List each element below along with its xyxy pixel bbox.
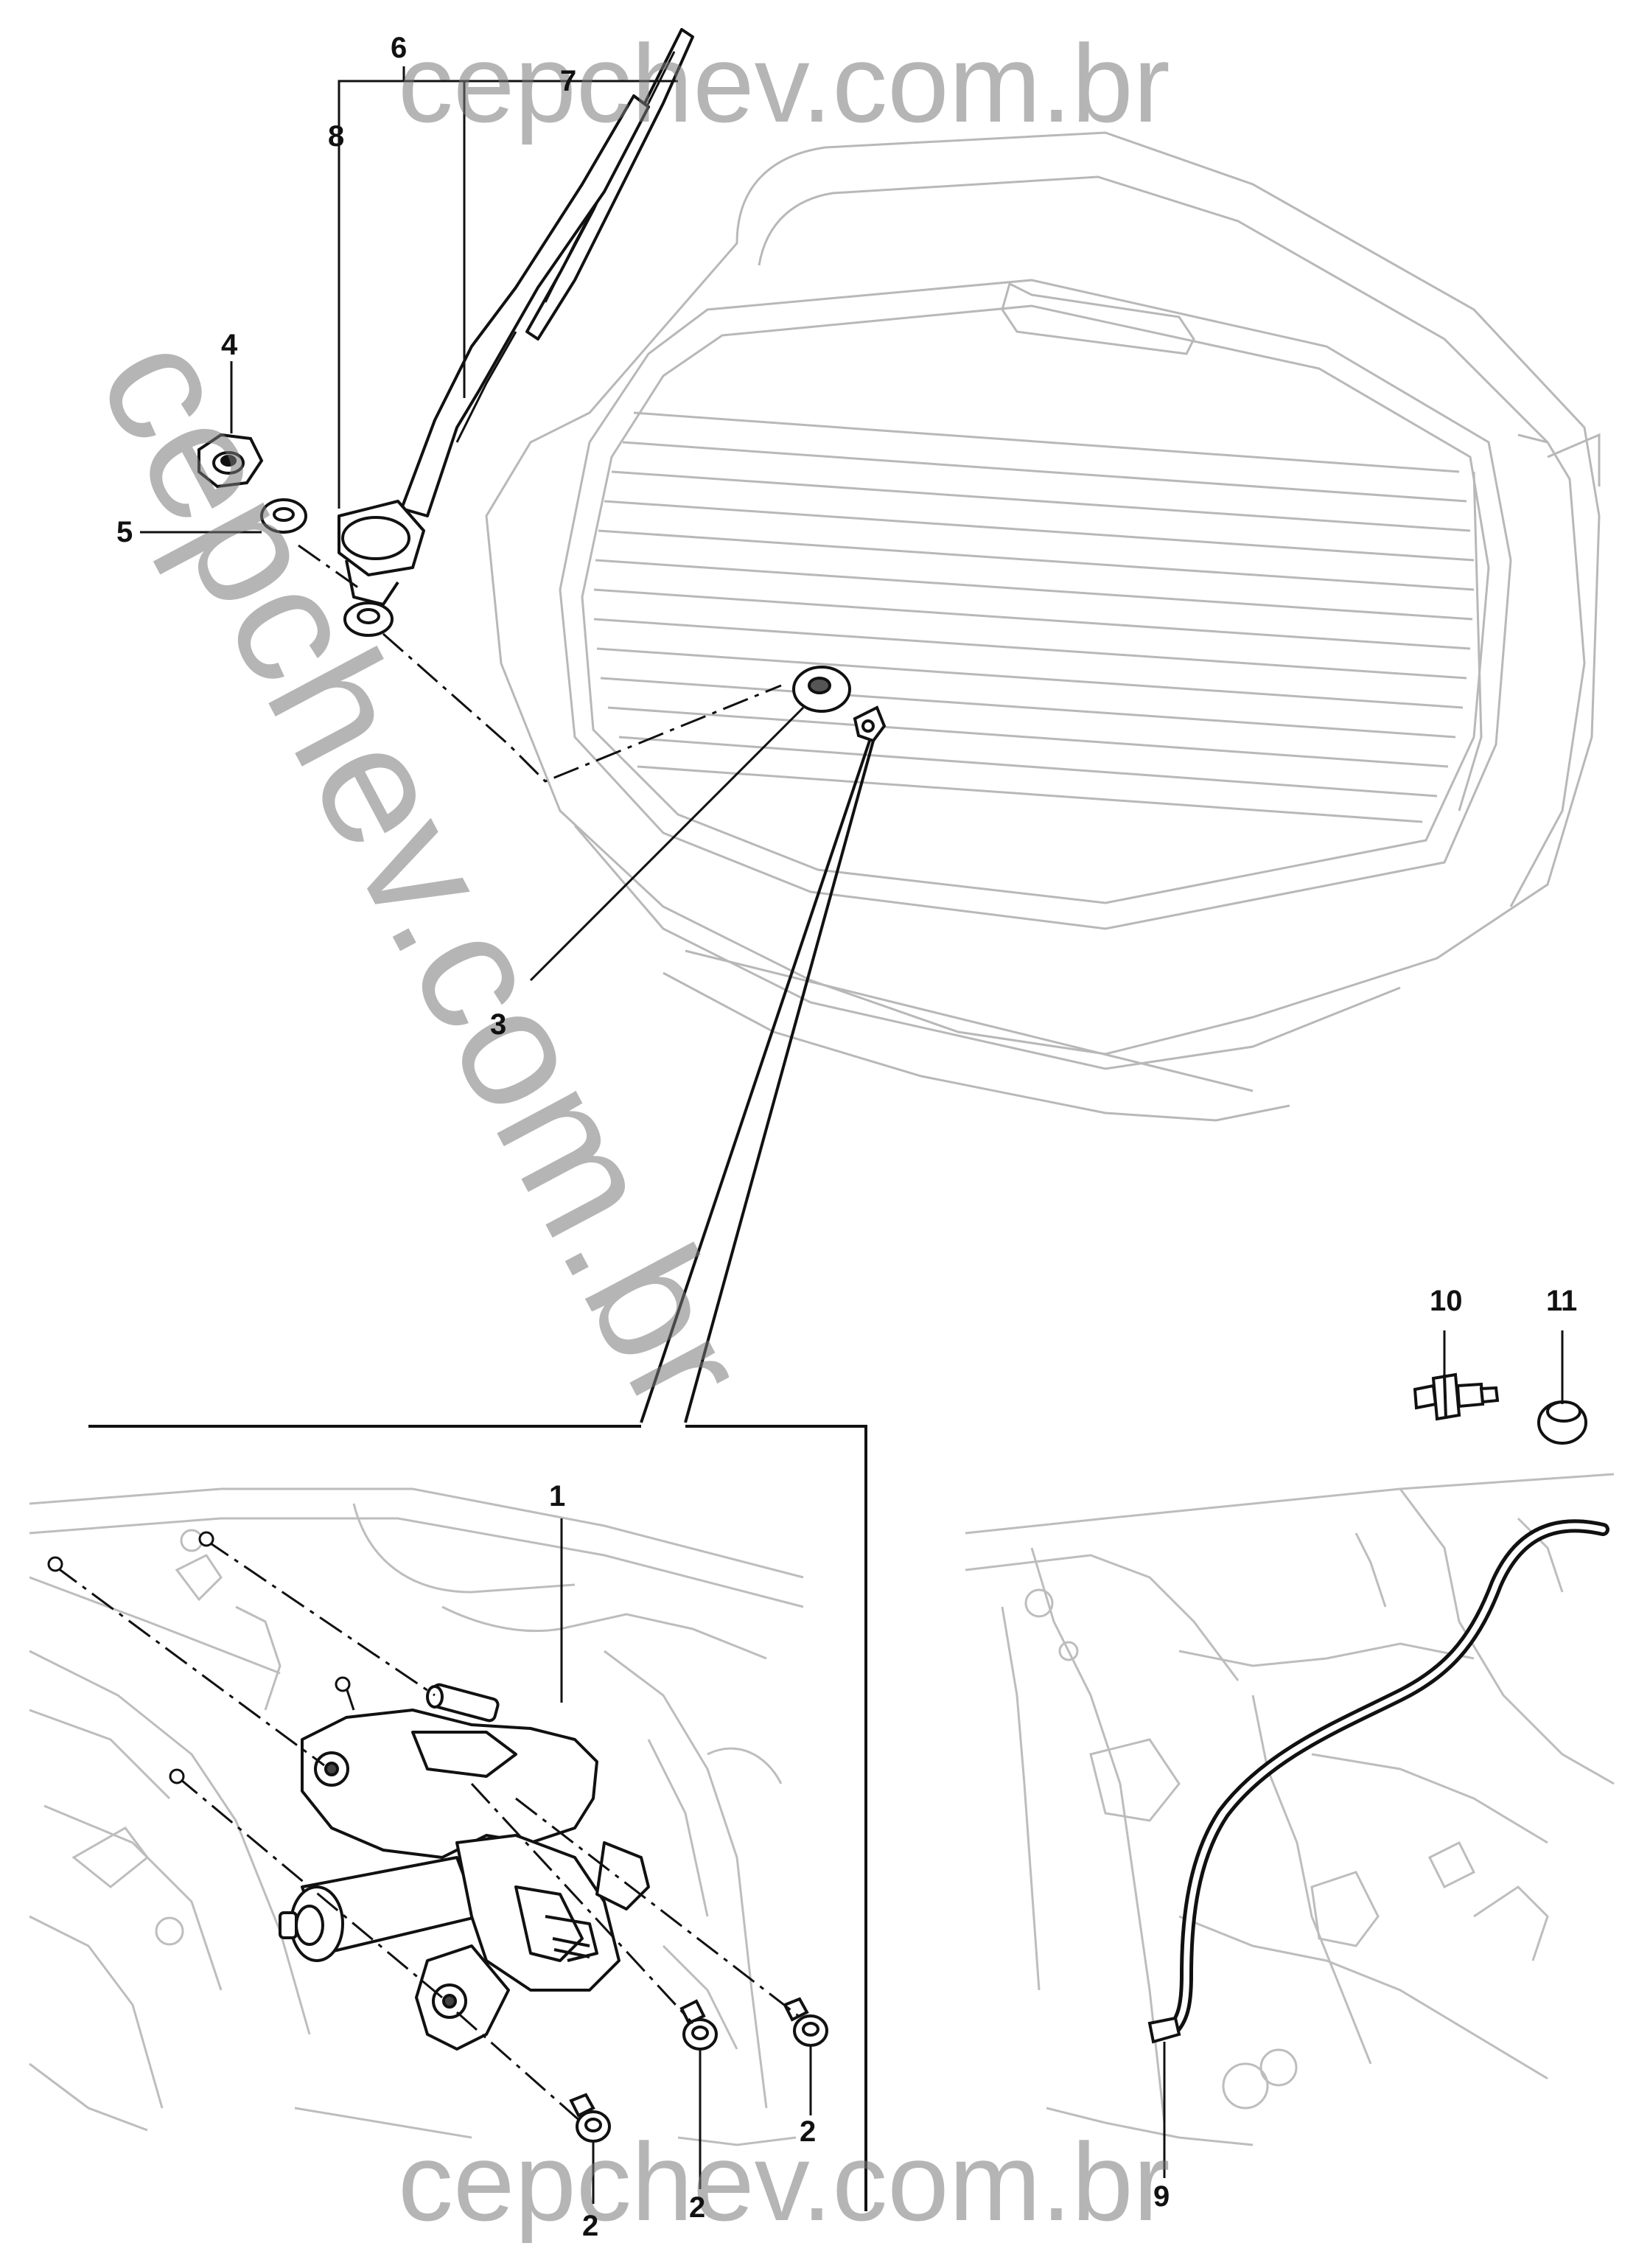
nut-part [197,433,264,489]
watermark-top: cepchev.com.br [398,21,1170,145]
assembly-lines-motor [55,1539,804,2124]
callout-4: 4 [221,329,238,361]
liftgate-grommet [792,666,851,713]
callout-1: 1 [549,1480,566,1512]
callout-2-middle: 2 [689,2191,706,2224]
callout-3: 3 [490,1008,507,1041]
motor-bolts [569,1997,828,2143]
callout-6: 6 [391,32,408,64]
bolt-a [679,1999,718,2051]
motor-detail-background [29,1487,804,2146]
motor-mount-holes [47,1531,351,1784]
bolt-b [783,1997,828,2047]
hose-detail-background [965,1473,1615,2146]
bolt-c [569,2093,611,2143]
callout-2-right: 2 [800,2115,817,2148]
callout-5: 5 [116,516,133,548]
callout-7: 7 [560,65,577,97]
watermark-bottom: cepchev.com.br [398,2120,1170,2244]
callout-11: 11 [1546,1285,1578,1317]
hose-end [1147,2016,1181,2044]
callout-8: 8 [328,120,345,153]
hose-connector [1413,1372,1500,1421]
liftgate-outline [485,131,1601,1122]
callout-10: 10 [1430,1285,1463,1317]
leader-lines-motor [560,1518,812,2204]
hose-grommet [1537,1400,1587,1445]
leader-lines-upper [140,66,805,982]
zoom-lines [88,740,875,2211]
wiper-motor [279,1683,650,2051]
washer-nozzle [853,705,887,743]
washer-hose [1165,1519,1609,2037]
callout-9: 9 [1153,2180,1170,2213]
callout-2-left: 2 [582,2210,599,2242]
washer-part [260,498,307,534]
wiper-arm-assembly [338,28,694,637]
assembly-lines-upper [298,544,782,783]
